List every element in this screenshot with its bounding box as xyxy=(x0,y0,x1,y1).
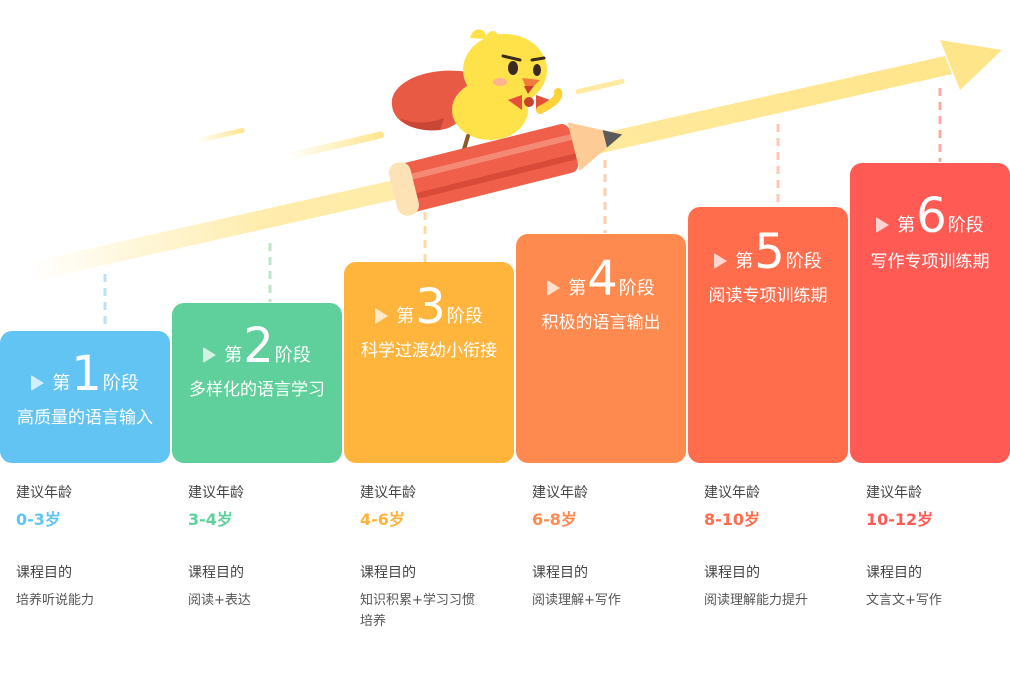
stage-card-6: 第 6 阶段 写作专项训练期 xyxy=(850,163,1010,463)
stage-title: 阅读专项训练期 xyxy=(708,286,828,306)
stage-title: 积极的语言输出 xyxy=(541,313,661,333)
stage-card-2: 第 2 阶段 多样化的语言学习 xyxy=(172,303,342,463)
goal-value: 知识积累+学习习惯培养 xyxy=(360,593,475,629)
age-label: 建议年龄 xyxy=(360,485,416,501)
stage-title: 写作专项训练期 xyxy=(870,252,990,272)
stage-prefix: 第 xyxy=(224,345,243,366)
dashed-connectors xyxy=(103,88,942,330)
goal-label: 课程目的 xyxy=(16,565,72,581)
stage-number: 1 xyxy=(71,346,102,402)
stage-info-2: 建议年龄 3-4岁 课程目的 阅读+表达 xyxy=(188,484,316,611)
play-triangle-icon xyxy=(714,253,728,269)
goal-label: 课程目的 xyxy=(704,565,760,581)
play-triangle-icon xyxy=(31,375,45,391)
age-label: 建议年龄 xyxy=(866,485,922,501)
stage-card-3: 第 3 阶段 科学过渡幼小衔接 xyxy=(344,262,514,463)
stage-prefix: 第 xyxy=(897,215,916,236)
stage-number: 3 xyxy=(415,279,446,335)
age-value: 10-12岁 xyxy=(866,510,934,529)
stage-title: 多样化的语言学习 xyxy=(189,380,325,400)
pencil-icon xyxy=(388,122,623,216)
stage-heading: 第 4 阶段 xyxy=(516,251,686,307)
stage-heading: 第 6 阶段 xyxy=(850,188,1010,244)
stage-number: 2 xyxy=(243,318,274,374)
goal-label: 课程目的 xyxy=(188,565,244,581)
stage-card-1: 第 1 阶段 高质量的语言输入 xyxy=(0,331,170,463)
age-value: 6-8岁 xyxy=(532,510,577,529)
play-triangle-icon xyxy=(876,217,890,233)
age-label: 建议年龄 xyxy=(532,485,588,501)
stage-title: 高质量的语言输入 xyxy=(17,408,153,428)
play-triangle-icon xyxy=(547,280,561,296)
stage-info-4: 建议年龄 6-8岁 课程目的 阅读理解+写作 xyxy=(532,484,660,611)
goal-value: 培养听说能力 xyxy=(16,593,95,608)
stage-info-6: 建议年龄 10-12岁 课程目的 文言文+写作 xyxy=(866,484,994,611)
goal-label: 课程目的 xyxy=(360,565,416,581)
age-value: 3-4岁 xyxy=(188,510,233,529)
stage-number: 6 xyxy=(916,188,947,244)
stage-title: 科学过渡幼小衔接 xyxy=(361,341,497,361)
stage-prefix: 第 xyxy=(52,373,71,394)
stage-heading: 第 5 阶段 xyxy=(688,224,848,280)
goal-label: 课程目的 xyxy=(866,565,922,581)
speed-streaks xyxy=(195,78,625,160)
stage-number: 5 xyxy=(754,224,785,280)
stage-card-4: 第 4 阶段 积极的语言输出 xyxy=(516,234,686,463)
stage-heading: 第 3 阶段 xyxy=(344,279,514,335)
stage-prefix: 第 xyxy=(568,278,587,299)
stage-info-3: 建议年龄 4-6岁 课程目的 知识积累+学习习惯培养 xyxy=(360,484,486,632)
stage-info-1: 建议年龄 0-3岁 课程目的 培养听说能力 xyxy=(16,484,144,611)
stage-prefix: 第 xyxy=(735,251,754,272)
goal-label: 课程目的 xyxy=(532,565,588,581)
age-label: 建议年龄 xyxy=(704,485,760,501)
stage-suffix: 阶段 xyxy=(618,278,655,299)
age-value: 0-3岁 xyxy=(16,510,61,529)
goal-value: 文言文+写作 xyxy=(866,593,942,608)
stage-suffix: 阶段 xyxy=(947,215,984,236)
stage-heading: 第 1 阶段 xyxy=(0,346,170,402)
age-value: 4-6岁 xyxy=(360,510,405,529)
age-label: 建议年龄 xyxy=(16,485,72,501)
stage-heading: 第 2 阶段 xyxy=(172,318,342,374)
stage-number: 4 xyxy=(587,251,618,307)
stage-info-5: 建议年龄 8-10岁 课程目的 阅读理解能力提升 xyxy=(704,484,832,611)
stage-suffix: 阶段 xyxy=(785,251,822,272)
age-value: 8-10岁 xyxy=(704,510,761,529)
age-label: 建议年龄 xyxy=(188,485,244,501)
stage-prefix: 第 xyxy=(396,306,415,327)
stage-card-5: 第 5 阶段 阅读专项训练期 xyxy=(688,207,848,463)
chick-mascot-icon xyxy=(391,29,563,162)
stage-suffix: 阶段 xyxy=(102,373,139,394)
play-triangle-icon xyxy=(203,347,217,363)
goal-value: 阅读+表达 xyxy=(188,593,251,608)
stage-suffix: 阶段 xyxy=(446,306,483,327)
play-triangle-icon xyxy=(375,308,389,324)
stage-suffix: 阶段 xyxy=(274,345,311,366)
goal-value: 阅读理解能力提升 xyxy=(704,593,809,608)
goal-value: 阅读理解+写作 xyxy=(532,593,621,608)
